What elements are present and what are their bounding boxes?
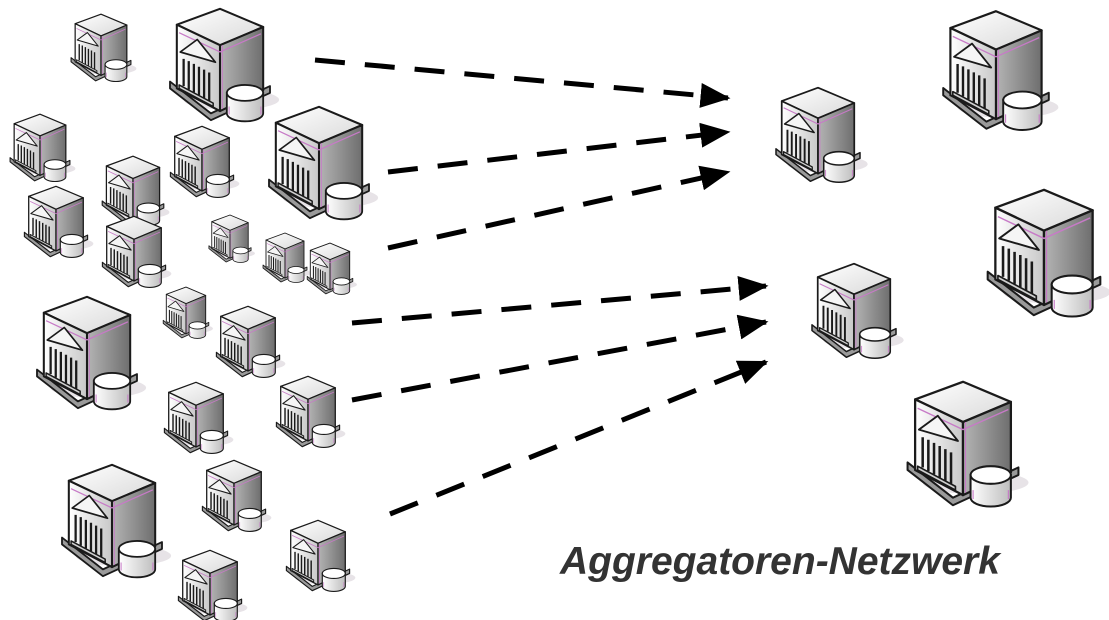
bank-server-icon: [201, 459, 273, 533]
bank-server-icon: [811, 262, 905, 360]
bank-server-icon: [101, 215, 173, 289]
bank-server-icon: [262, 232, 312, 283]
bank-server-icon: [177, 549, 249, 620]
bank-server-icon: [60, 463, 173, 579]
source-institutions: [9, 7, 380, 620]
diagram-caption: Aggregatoren-Netzwerk: [560, 540, 1000, 583]
bank-server-icon: [267, 105, 380, 221]
bank-server-icon: [775, 86, 869, 184]
bank-server-icon: [285, 519, 357, 593]
dashed-arrow: [351, 275, 769, 326]
bank-server-icon: [906, 380, 1030, 508]
bank-server-icon: [169, 125, 241, 199]
target-institutions: [906, 9, 1109, 508]
bank-server-icon: [162, 286, 214, 339]
dashed-arrow: [314, 57, 731, 108]
bank-server-icon: [306, 242, 358, 295]
bank-server-icon: [986, 188, 1109, 318]
dashed-arrow: [389, 359, 769, 517]
bank-server-icon: [215, 305, 287, 379]
dashed-arrow: [351, 314, 769, 403]
arrows: [314, 57, 769, 517]
bank-server-icon: [35, 295, 148, 411]
aggregator-nodes: [775, 86, 905, 360]
bank-server-icon: [70, 13, 138, 83]
dashed-arrow: [387, 165, 731, 251]
bank-server-icon: [942, 9, 1060, 132]
bank-server-icon: [275, 375, 347, 449]
bank-server-icon: [163, 381, 235, 455]
dashed-arrow: [387, 122, 731, 175]
bank-server-icon: [168, 7, 281, 123]
bank-server-icon: [23, 185, 95, 259]
bank-server-icon: [208, 214, 256, 263]
bank-server-icon: [101, 155, 171, 227]
bank-server-icon: [9, 113, 77, 183]
